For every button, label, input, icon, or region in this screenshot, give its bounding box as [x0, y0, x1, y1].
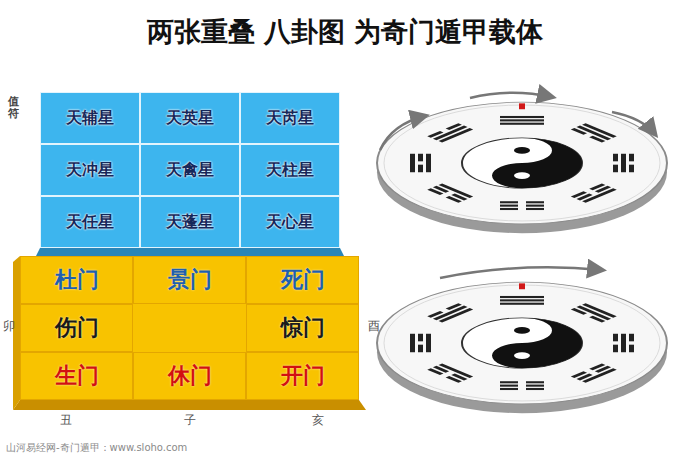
star-cell: 天心星: [240, 196, 340, 248]
branch-label: 酉: [368, 318, 380, 335]
door-cell: 生门: [20, 352, 133, 400]
title: 两张重叠 八卦图 为奇门遁甲载体: [0, 14, 690, 50]
star-name: 天任星: [66, 212, 114, 233]
star-name: 天蓬星: [166, 212, 214, 233]
star-name: 天辅星: [66, 108, 114, 129]
star-name: 天芮星: [266, 108, 314, 129]
door-name: 景门: [168, 265, 212, 295]
door-cell: 休门: [133, 352, 246, 400]
door-cell: 死门: [246, 256, 359, 304]
star-name: 天心星: [266, 212, 314, 233]
star-cell: 天柱星: [240, 144, 340, 196]
star-cell: 天芮星: [240, 92, 340, 144]
door-cell: 惊门: [246, 304, 359, 352]
door-cell: 景门: [133, 256, 246, 304]
star-name: 天禽星: [166, 160, 214, 181]
door-cell: 伤门: [20, 304, 133, 352]
branch-label: 卯: [3, 318, 15, 335]
watermark: 山河易经网-奇门遁甲：www.sloho.com: [6, 441, 187, 455]
star-cell: 天辅星: [40, 92, 140, 144]
branch-label: 亥: [312, 412, 324, 429]
star-cell: 天禽星: [140, 144, 240, 196]
star-cell: 天英星: [140, 92, 240, 144]
branch-label: 丑: [60, 412, 72, 429]
door-name: 开门: [281, 361, 325, 391]
door-name: 惊门: [281, 313, 325, 343]
door-name: 杜门: [55, 265, 99, 295]
door-name: 生门: [55, 361, 99, 391]
star-name: 天英星: [166, 108, 214, 129]
star-name: 天冲星: [66, 160, 114, 181]
door-cell: 开门: [246, 352, 359, 400]
door-name: 伤门: [55, 313, 99, 343]
star-cell: 天蓬星: [140, 196, 240, 248]
door-cell: 杜门: [20, 256, 133, 304]
star-name: 天柱星: [266, 160, 314, 181]
branch-label: 子: [184, 412, 196, 429]
side-label: 值符: [8, 96, 19, 120]
star-cell: 天任星: [40, 196, 140, 248]
star-cell: 天冲星: [40, 144, 140, 196]
door-name: 休门: [168, 361, 212, 391]
door-name: 死门: [281, 265, 325, 295]
